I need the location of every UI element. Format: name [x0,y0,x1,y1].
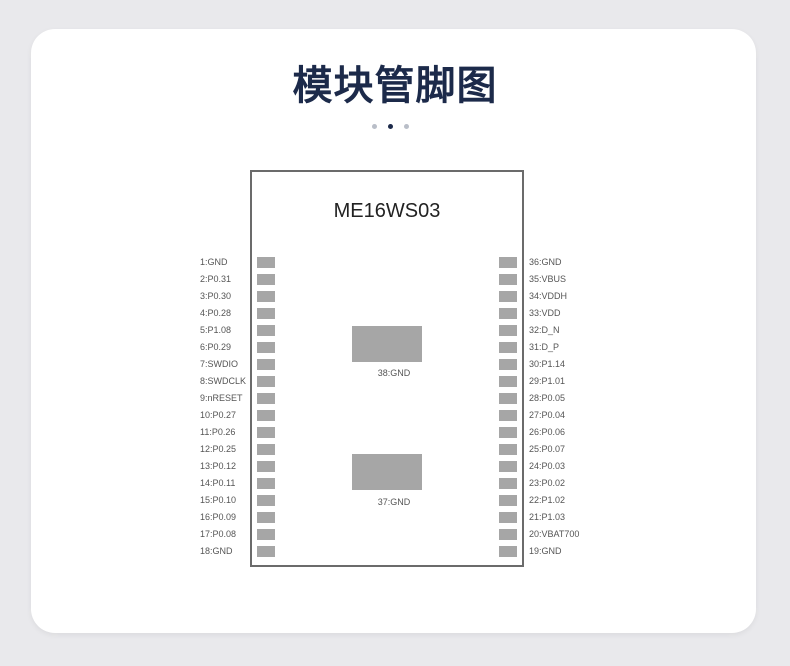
left-pin-label: 2:P0.31 [200,274,232,284]
right-pin-label: 25:P0.07 [529,444,566,454]
right-pin-label: 22:P1.02 [529,495,566,505]
right-pin-label: 29:P1.01 [529,376,566,386]
right-pin-label: 34:VDDH [529,291,568,301]
left-pin-pad [257,257,275,268]
left-pin-pad [257,342,275,353]
left-pin-pad [257,325,275,336]
right-pin-pad [499,410,517,421]
right-pin-pad [499,257,517,268]
module-name: ME16WS03 [333,200,441,222]
left-pin-label: 5:P1.08 [200,325,232,335]
left-pin-label: 13:P0.12 [200,461,237,471]
right-pin-label: 31:D_P [529,342,560,352]
center-pad-label-37: 37:GND [377,497,411,507]
carousel-dot-active[interactable] [388,124,393,129]
right-pin-label: 23:P0.02 [529,478,566,488]
left-pin-label: 11:P0.26 [200,427,236,437]
right-pin-label: 27:P0.04 [529,410,566,420]
right-pin-pad [499,478,517,489]
right-pin-label: 21:P1.03 [529,512,566,522]
left-pin-pad [257,461,275,472]
left-pin-label: 17:P0.08 [200,529,237,539]
right-pin-label: 32:D_N [529,325,560,335]
left-pin-pad [257,512,275,523]
left-pin-label: 4:P0.28 [200,308,232,318]
left-pin-pad [257,427,275,438]
right-pin-label: 30:P1.14 [529,359,566,369]
left-pin-label: 6:P0.29 [200,342,232,352]
carousel-dots [372,124,412,130]
right-pin-pad [499,291,517,302]
right-pin-pad [499,359,517,370]
left-pin-pad [257,308,275,319]
module-outline: ME16WS03 [250,170,524,567]
center-gnd-pad-37 [352,454,422,490]
left-pin-label: 10:P0.27 [200,410,237,420]
right-pin-pad [499,546,517,557]
left-pin-pad [257,495,275,506]
left-pin-pad [257,376,275,387]
left-pin-label: 1:GND [200,257,228,267]
left-pin-pad [257,546,275,557]
left-pin-pad [257,444,275,455]
right-pin-label: 28:P0.05 [529,393,566,403]
carousel-dot[interactable] [372,124,377,129]
left-pin-label: 7:SWDIO [200,359,239,369]
left-pin-label: 8:SWDCLK [200,376,247,386]
left-pin-label: 15:P0.10 [200,495,237,505]
left-pin-pad [257,393,275,404]
left-pin-label: 9:nRESET [200,393,243,403]
left-pin-pad [257,529,275,540]
right-pin-label: 36:GND [529,257,562,267]
right-pin-label: 26:P0.06 [529,427,566,437]
center-pad-label-38: 38:GND [377,368,411,378]
right-pin-pad [499,342,517,353]
left-pin-pad [257,274,275,285]
left-pin-pad [257,291,275,302]
left-pin-label: 12:P0.25 [200,444,237,454]
carousel-dot[interactable] [404,124,409,129]
right-pin-label: 24:P0.03 [529,461,566,471]
right-pin-pad [499,529,517,540]
left-pin-label: 18:GND [200,546,233,556]
right-pin-pad [499,495,517,506]
left-pin-pad [257,359,275,370]
right-pin-label: 35:VBUS [529,274,567,284]
left-pin-label: 3:P0.30 [200,291,232,301]
right-pin-pad [499,512,517,523]
page-title: 模块管脚图 [292,63,498,109]
right-pin-label: 19:GND [529,546,562,556]
right-pin-label: 33:VDD [529,308,561,318]
left-pin-label: 14:P0.11 [200,478,236,488]
right-pin-pad [499,427,517,438]
right-pin-pad [499,308,517,319]
center-gnd-pad-38 [352,326,422,362]
right-pin-pad [499,444,517,455]
right-pin-pad [499,325,517,336]
right-pin-pad [499,461,517,472]
right-pin-pad [499,376,517,387]
left-pin-pad [257,410,275,421]
right-pin-pad [499,393,517,404]
left-pin-label: 16:P0.09 [200,512,237,522]
right-pin-pad [499,274,517,285]
right-pin-label: 20:VBAT700 [529,529,580,539]
left-pin-pad [257,478,275,489]
